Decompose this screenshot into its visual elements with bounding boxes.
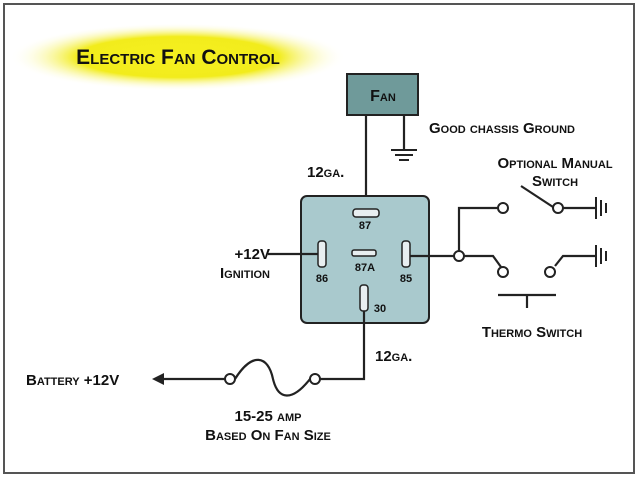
fuse-contact-left [224, 373, 236, 385]
thermo-switch-contact-a [497, 266, 509, 278]
manual-switch-contact-a [497, 202, 509, 214]
manual-branch-wire [457, 206, 498, 251]
pin-86-terminal [317, 240, 327, 268]
page-title: Electric Fan Control [76, 46, 280, 69]
fuse-note-label: Based On Fan Size [205, 427, 331, 444]
fuse-rating-label: 15-25 amp [235, 408, 302, 425]
battery-arrow-icon [152, 373, 164, 385]
pin-87a-label: 87A [355, 262, 375, 274]
battery-label: Battery +12V [26, 372, 119, 389]
pin-30-wire [320, 311, 366, 381]
wire-gauge-bottom: 12ga. [375, 348, 412, 365]
title-glow [10, 23, 346, 91]
ground-label: Good chassis Ground [429, 120, 575, 137]
ignition-label: Ignition [220, 265, 270, 282]
pin-87-terminal [352, 208, 380, 218]
wire-gauge-top: 12ga. [307, 164, 344, 181]
pin-30-label: 30 [374, 303, 386, 315]
pin-30-terminal [359, 284, 369, 312]
pin-86-label: 86 [316, 273, 328, 285]
junction-node [453, 250, 465, 262]
fuse-contact-right [309, 373, 321, 385]
thermo-switch-label: Thermo Switch [482, 324, 582, 341]
thermo-branch-wire [464, 254, 502, 268]
chassis-ground-icon [391, 149, 417, 161]
pin-85-terminal [401, 240, 411, 268]
manual-ground-icon [595, 197, 607, 219]
thermo-ground-icon [595, 245, 607, 267]
fan-box [346, 73, 419, 116]
fuse-icon [234, 358, 311, 397]
manual-switch-label-2: Switch [532, 173, 578, 190]
manual-switch-lever [520, 185, 554, 208]
thermo-switch-contact-b [544, 266, 556, 278]
manual-switch-label-1: Optional Manual [497, 155, 612, 172]
thermo-switch-ground-wire [554, 254, 596, 267]
ignition-label-voltage: +12V [235, 246, 270, 263]
manual-switch-contact-b [552, 202, 564, 214]
fan-label: Fan [370, 88, 396, 105]
pin-85-label: 85 [400, 273, 412, 285]
pin-87a-terminal [351, 249, 377, 257]
pin-87-label: 87 [359, 220, 371, 232]
